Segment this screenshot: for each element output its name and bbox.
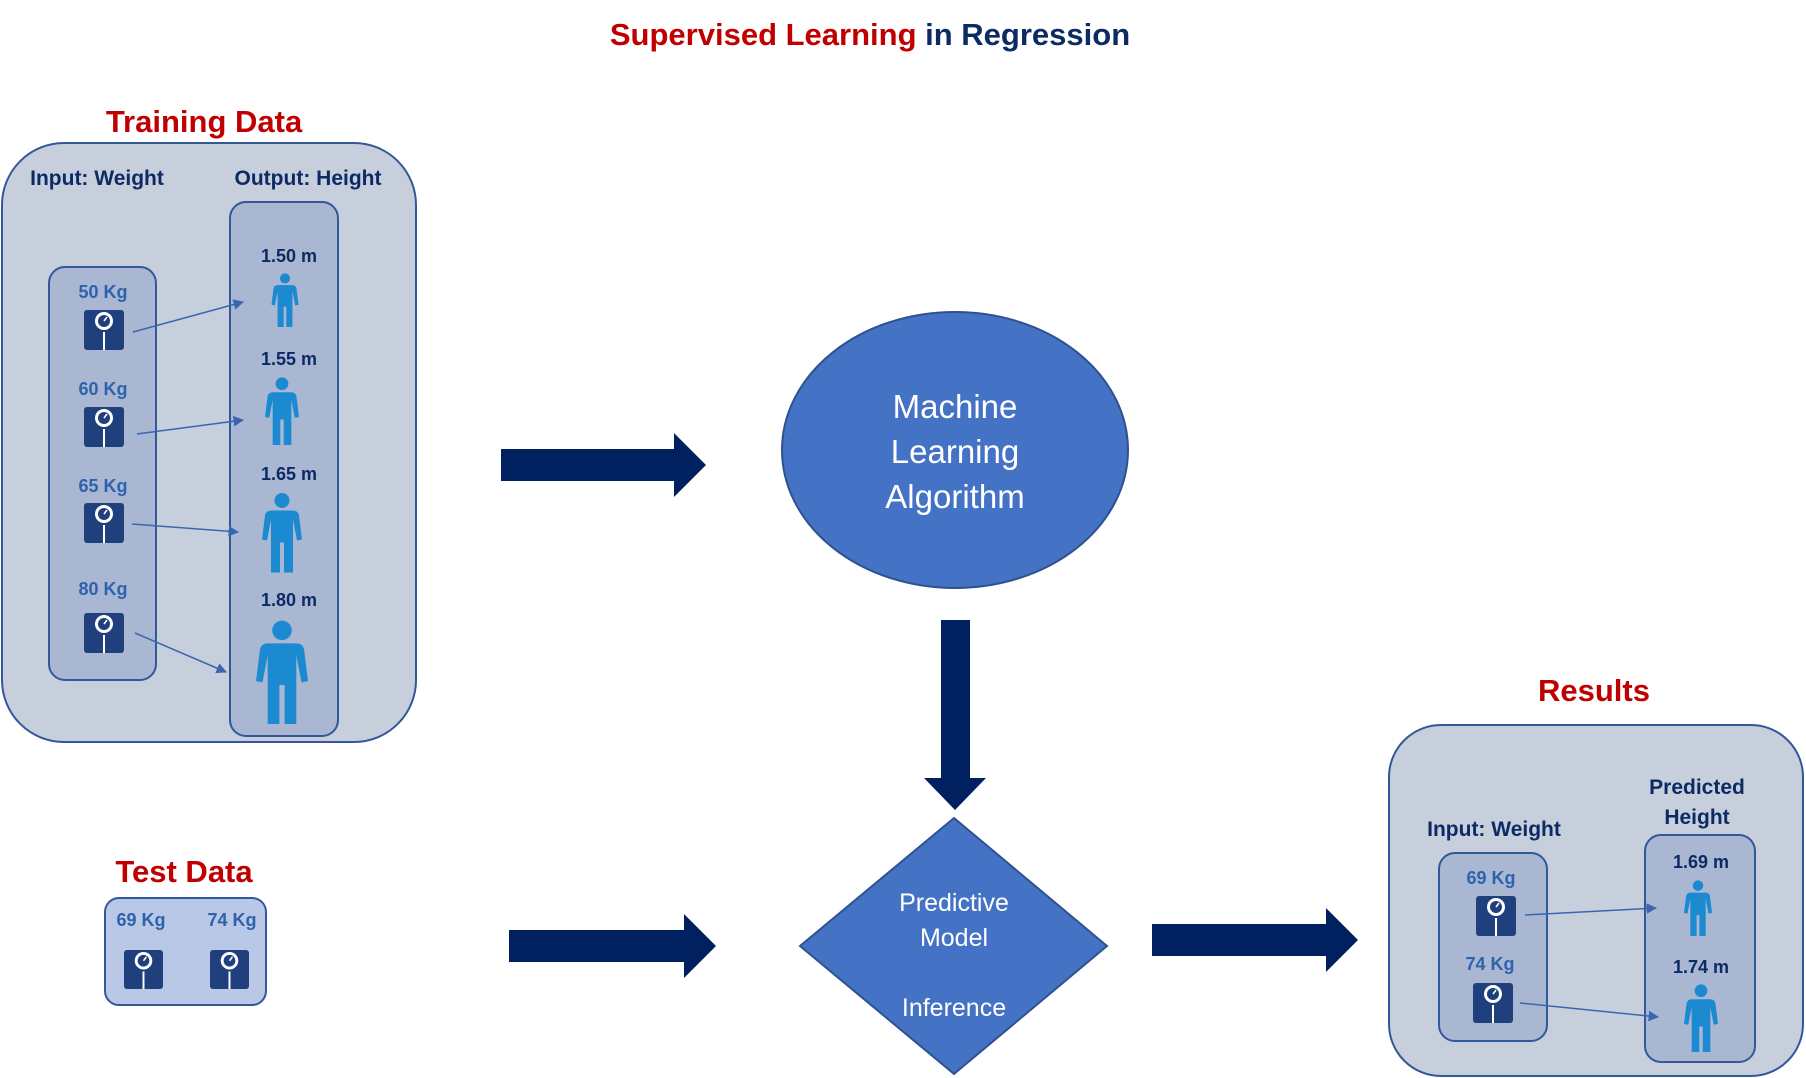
ml-algorithm-node	[781, 311, 1129, 589]
training-weight-label: 65 Kg	[78, 476, 127, 496]
mapping-connector	[134, 632, 227, 674]
scale-icon	[210, 950, 249, 989]
scale-icon	[1473, 983, 1513, 1023]
mapping-connector	[131, 523, 240, 537]
training-weight-label: 50 Kg	[78, 282, 127, 302]
arrow-training-to-algorithm	[501, 433, 706, 497]
scale-icon	[1476, 896, 1516, 936]
training-height-label: 1.65 m	[261, 464, 317, 484]
arrow-test-to-model	[509, 914, 716, 978]
algorithm-label-line: Machine	[893, 388, 1018, 425]
results-input-column	[1438, 852, 1548, 1042]
results-output-column	[1644, 834, 1756, 1063]
training-output-column	[229, 201, 339, 737]
algorithm-label-line: Algorithm	[885, 478, 1024, 515]
mapping-connector	[136, 416, 245, 435]
results-height-label: 1.74 m	[1673, 957, 1729, 977]
results-weight-label: 74 Kg	[1465, 954, 1514, 974]
algorithm-label-line: Learning	[891, 433, 1019, 470]
training-weight-label: 80 Kg	[78, 579, 127, 599]
model-label-line: Predictive	[899, 889, 1009, 917]
training-input-column	[48, 266, 157, 681]
mapping-connector	[132, 299, 245, 333]
results-predicted-label: Height	[1664, 806, 1729, 829]
training-height-label: 1.80 m	[261, 590, 317, 610]
model-label-line: Inference	[902, 994, 1006, 1022]
arrow-algorithm-to-model	[924, 620, 986, 810]
test-heading: Test Data	[115, 854, 253, 889]
training-input-label: Input: Weight	[30, 167, 164, 190]
training-height-label: 1.50 m	[261, 246, 317, 266]
diagram-title: Supervised Learning in Regression	[610, 17, 1130, 52]
training-height-label: 1.55 m	[261, 349, 317, 369]
scale-icon	[84, 310, 124, 350]
mapping-connector	[1519, 1002, 1660, 1022]
results-height-label: 1.69 m	[1673, 852, 1729, 872]
scale-icon	[124, 950, 163, 989]
training-output-label: Output: Height	[235, 167, 382, 190]
arrow-model-to-results	[1152, 908, 1358, 972]
mapping-connector	[1524, 903, 1658, 916]
test-weight-label: 74 Kg	[207, 910, 256, 930]
results-input-label: Input: Weight	[1427, 818, 1561, 841]
title-part-2: in Regression	[917, 17, 1131, 52]
model-label-line: Model	[920, 924, 988, 952]
scale-icon	[84, 503, 124, 543]
predictive-model-node	[798, 816, 1109, 1076]
training-weight-label: 60 Kg	[78, 379, 127, 399]
title-part-1: Supervised Learning	[610, 17, 917, 52]
scale-icon	[84, 407, 124, 447]
scale-icon	[84, 613, 124, 653]
results-weight-label: 69 Kg	[1466, 868, 1515, 888]
results-heading: Results	[1538, 673, 1650, 708]
training-heading: Training Data	[106, 104, 303, 139]
test-weight-label: 69 Kg	[116, 910, 165, 930]
results-predicted-label: Predicted	[1649, 776, 1745, 799]
